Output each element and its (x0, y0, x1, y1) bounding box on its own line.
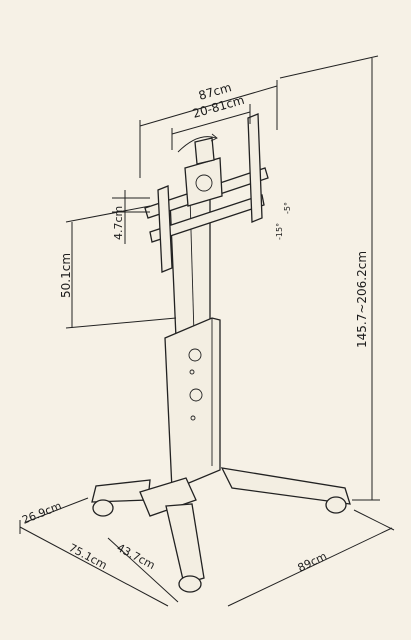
column-hole-bottom-icon (189, 388, 203, 402)
label-total-height: 145.7~206.2cm (355, 251, 369, 348)
column-hole-top-icon (188, 348, 202, 362)
label-tilt-minus-5: -5° (283, 202, 292, 214)
label-leg-spacing: 43.7cm (115, 541, 158, 572)
caster-wheel-icon (178, 575, 202, 593)
tilt-arrow-icon (177, 136, 217, 153)
label-base-length: 89cm (296, 550, 329, 575)
label-base-width: 75.1cm (67, 541, 110, 572)
dimension-lines (19, 55, 395, 607)
stand-base (91, 467, 351, 593)
label-tilt-minus-15: -15° (275, 223, 284, 240)
label-base-depth: 26.9cm (20, 499, 63, 527)
label-bracket-height: 50.1cm (59, 253, 73, 298)
label-bracket-gap: 4.7cm (112, 206, 125, 240)
caster-wheel-icon (325, 496, 347, 514)
mount-bracket (144, 113, 269, 273)
caster-wheel-icon (92, 499, 114, 517)
